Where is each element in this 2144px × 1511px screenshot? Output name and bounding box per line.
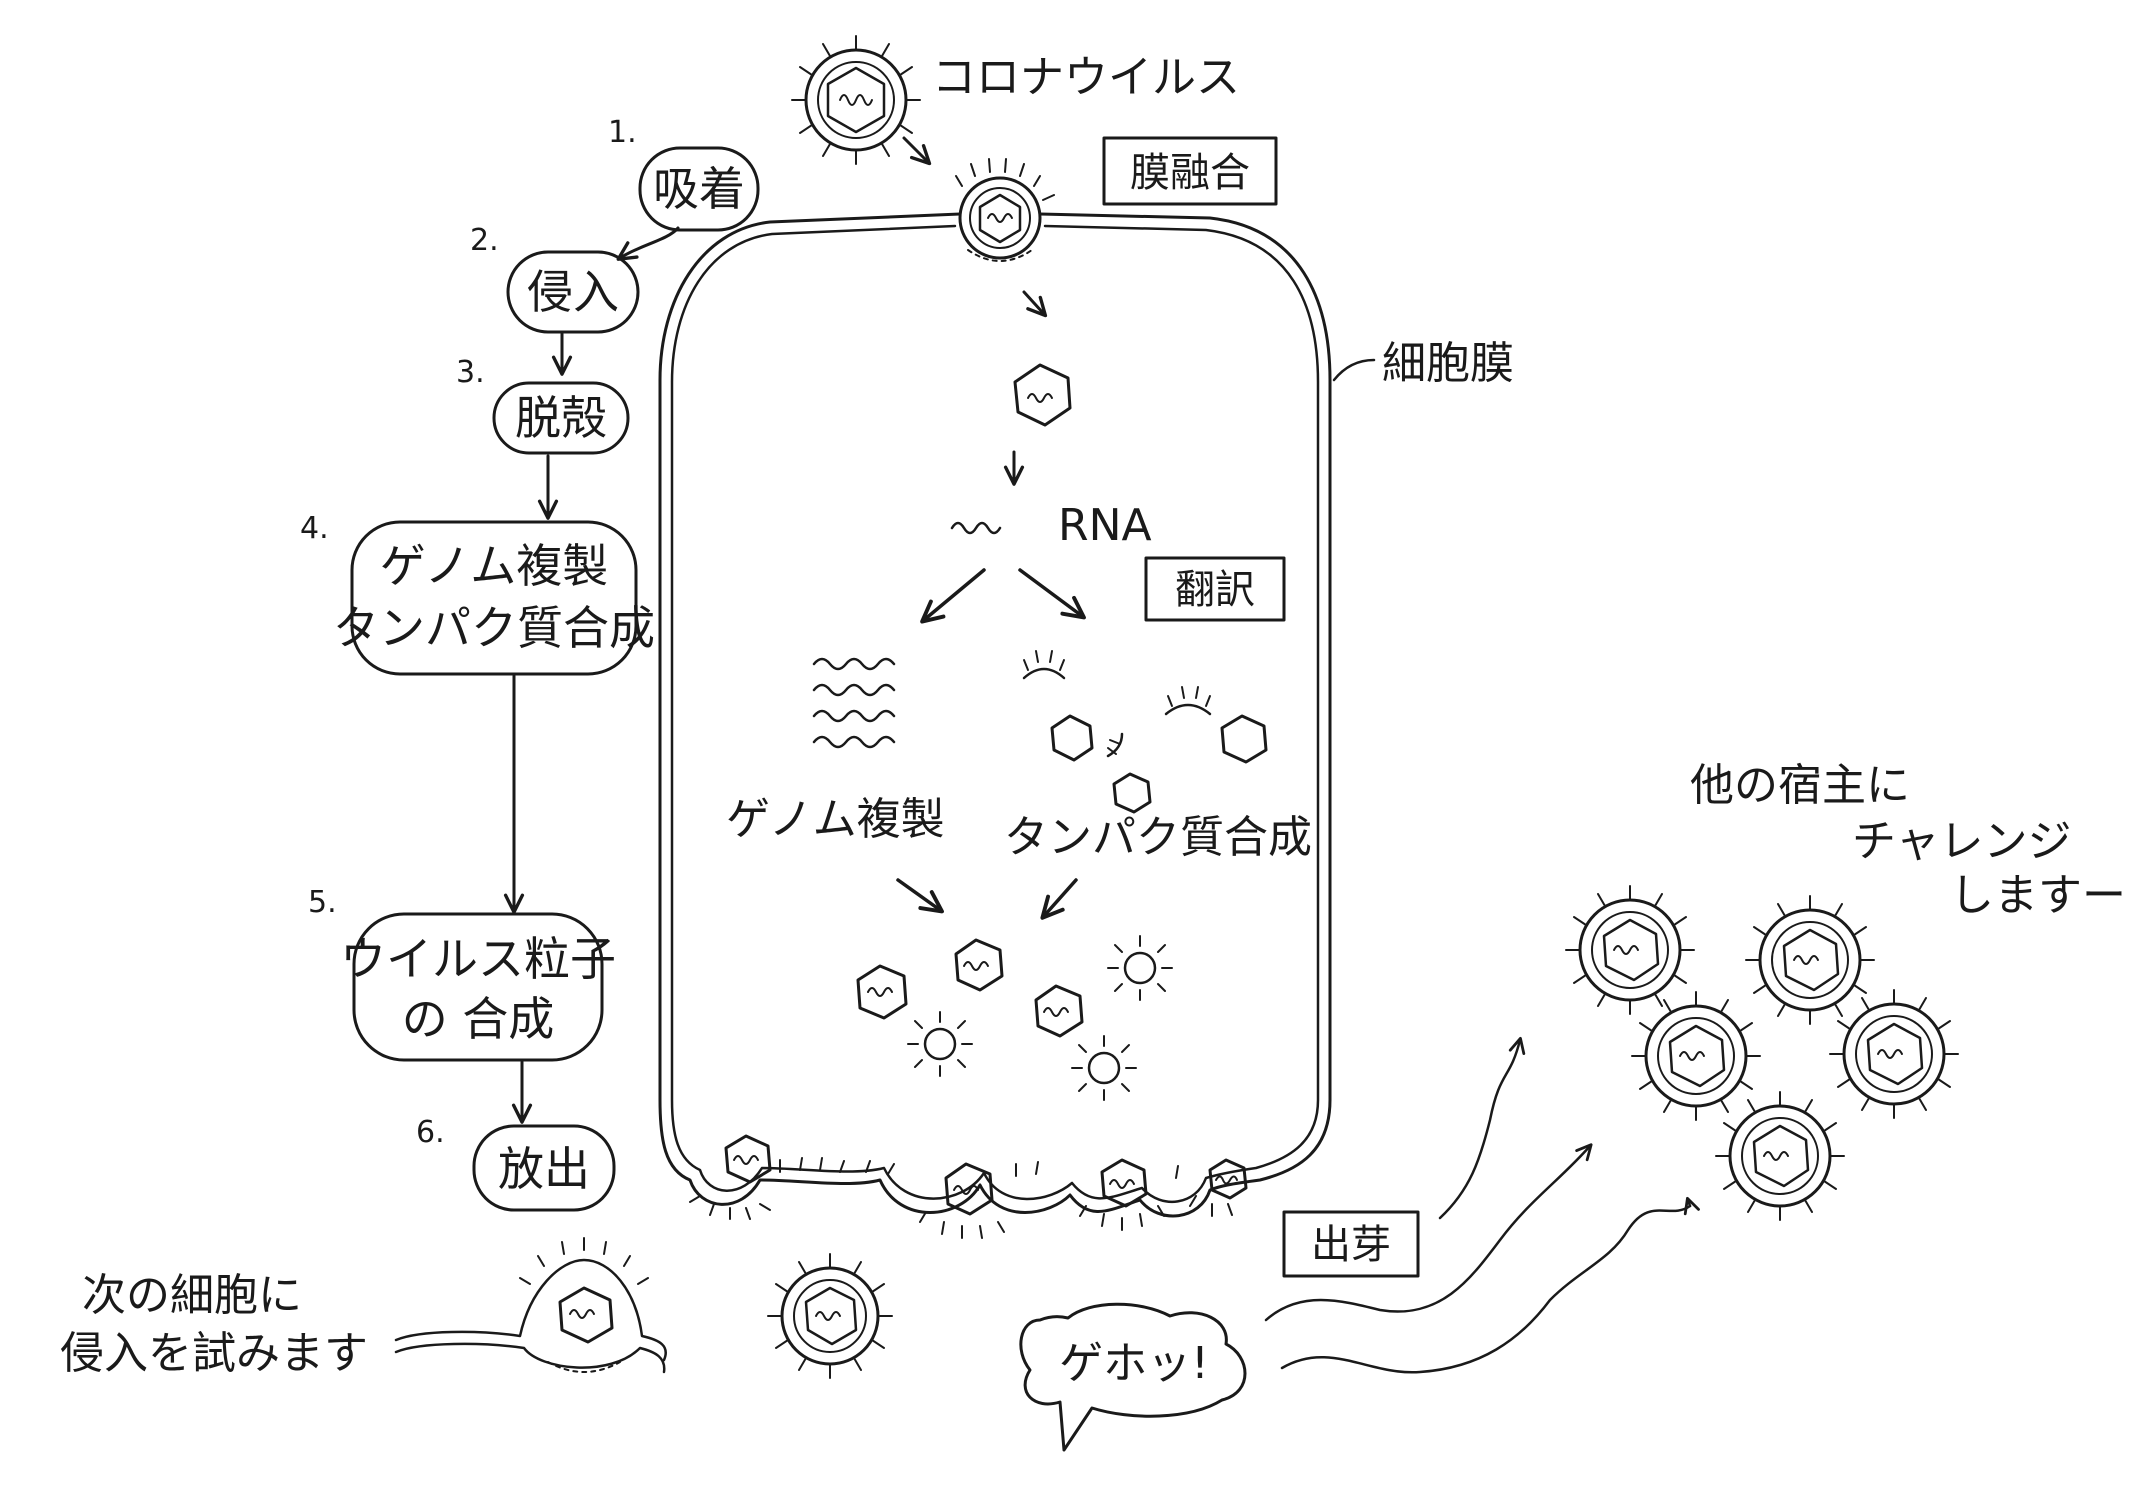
step-2-label: 侵入 — [527, 265, 619, 319]
arrow-icon — [1264, 1143, 1593, 1322]
cough-label: ゲホッ! — [1059, 1338, 1209, 1389]
translation-box — [1144, 556, 1286, 622]
spike-protein-icon — [1022, 650, 1212, 758]
capsid-icon — [1112, 772, 1152, 814]
virus-particle-icon — [767, 1253, 893, 1379]
translation-label: 翻訳 — [1175, 567, 1255, 613]
step-5-label-line-1: ウイルス粒子 — [340, 932, 616, 986]
step-6-label: 放出 — [498, 1142, 590, 1196]
other-host-label-line-3: しますー — [1950, 870, 2126, 921]
step-4-label-line-2: タンパク質合成 — [333, 601, 655, 655]
next-cell-label-line-2: 侵入を試みます — [60, 1328, 368, 1379]
arrow-icon — [1683, 1196, 1700, 1216]
next-cell-label-line-1: 次の細胞に — [82, 1270, 302, 1321]
virus-particle-icon — [958, 176, 1042, 262]
cell-membrane-label: 細胞膜 — [1382, 338, 1514, 389]
other-host-label-line-2: チャレンジ — [1852, 816, 2072, 867]
arrow-icon — [902, 136, 932, 166]
genome-replication-label: ゲノム複製 — [726, 794, 945, 845]
virus-particle-icon — [1745, 895, 1875, 1025]
arrow-icon — [1438, 1036, 1526, 1220]
arrow-icon — [896, 878, 944, 914]
arrow-icon — [920, 568, 986, 624]
cell-interior: RNA 翻訳 ゲノム複製 タンパク質合成 — [726, 290, 1312, 1101]
step-6-box — [472, 1124, 616, 1212]
membrane-fusion-box — [1102, 136, 1278, 206]
virus-particle-icon — [1631, 991, 1761, 1121]
step-2-number: 2. — [470, 223, 499, 258]
step-1-box — [638, 146, 760, 232]
arrow-icon — [616, 226, 680, 261]
step-3-label: 脱殻 — [515, 391, 607, 445]
released-virus-cluster — [1565, 885, 1959, 1221]
step-5-label-line-2: の 合成 — [402, 992, 555, 1046]
step-4-label-line-1: ゲノム複製 — [380, 539, 609, 593]
rna-label: RNA — [1058, 500, 1152, 551]
virus-particle-icon — [1829, 989, 1959, 1119]
step-2-box — [506, 250, 640, 334]
step-6-number: 6. — [416, 1115, 445, 1150]
virus-particle-icon — [791, 35, 921, 165]
other-host-label-line-1: 他の宿主に — [1690, 760, 1910, 811]
coronavirus-label: コロナウイルス — [932, 52, 1240, 103]
cough-bubble — [1019, 1302, 1247, 1452]
virus-particle-icon — [1715, 1091, 1845, 1221]
flowchart: 1. 吸着 2. 侵入 3. 脱殻 4. ゲノム複製 タンパク質合成 5. ウイ… — [300, 115, 760, 1212]
step-5-number: 5. — [308, 885, 337, 920]
budding-particles — [689, 1134, 1248, 1239]
capsid-icon — [1220, 714, 1268, 764]
step-1-label: 吸着 — [653, 162, 745, 216]
step-4-number: 4. — [300, 511, 329, 546]
step-5-box — [352, 912, 604, 1062]
protein-synthesis-label: タンパク質合成 — [1004, 812, 1312, 863]
step-3-number: 3. — [456, 355, 485, 390]
exhale-line — [1280, 1204, 1692, 1374]
rna-strand-icon — [812, 657, 896, 749]
top-labels: コロナウイルス 膜融合 細胞膜 — [791, 35, 1514, 389]
step-3-box — [492, 381, 630, 455]
virus-particle-icon — [1565, 885, 1695, 1015]
next-cell — [394, 1237, 667, 1374]
cell-membrane — [658, 158, 1332, 1218]
arrow-icon — [1018, 568, 1086, 620]
budding-label: 出芽 — [1311, 1222, 1391, 1268]
capsid-icon — [1013, 363, 1072, 427]
budding-box — [1282, 1210, 1420, 1278]
rna-strand-icon — [950, 521, 1002, 535]
step-4-box — [350, 520, 638, 676]
step-1-number: 1. — [608, 115, 637, 150]
capsid-icon — [1050, 714, 1094, 762]
membrane-fusion-label: 膜融合 — [1130, 150, 1250, 196]
virus-assembly — [856, 935, 1173, 1101]
cell-membrane-pointer — [1332, 358, 1376, 382]
arrow-icon — [1040, 878, 1078, 920]
arrow-icon — [1022, 290, 1048, 318]
